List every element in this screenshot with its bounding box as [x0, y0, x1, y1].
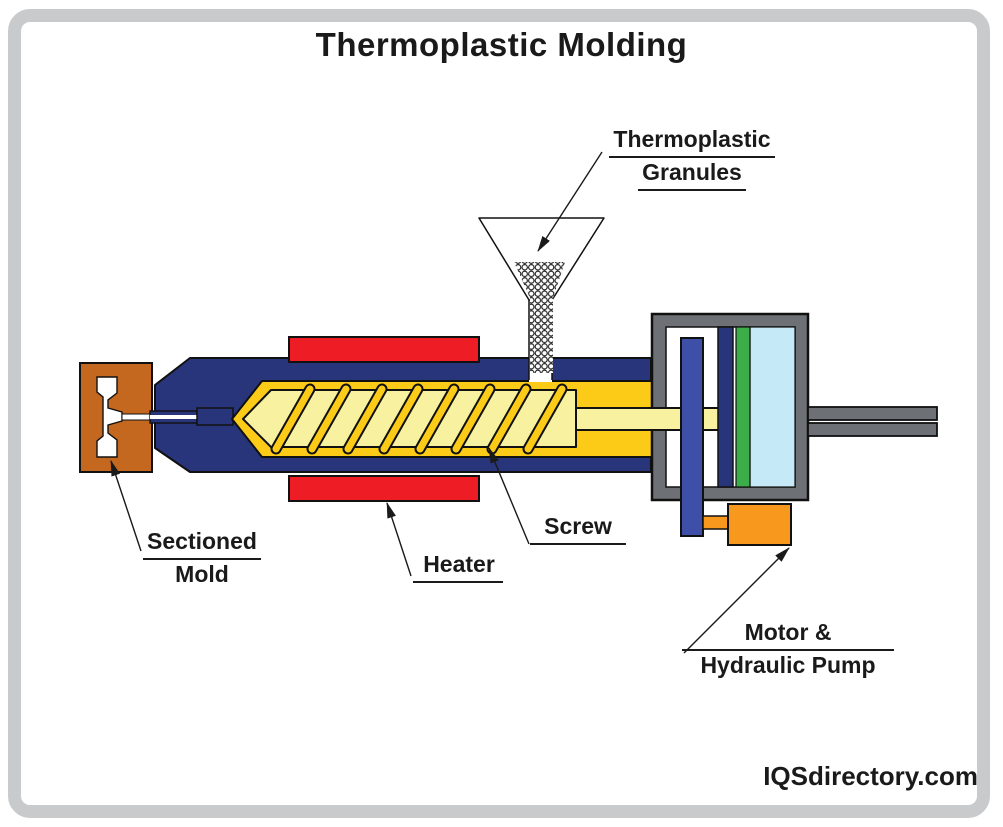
motor-drive-bar	[680, 337, 704, 537]
label-screw-text: Screw	[530, 512, 626, 545]
screw-leader-line	[488, 447, 530, 545]
label-mold-line2: Mold	[175, 561, 229, 587]
motor-hydraulic-pump	[727, 503, 792, 546]
heater-band-bottom	[288, 475, 480, 502]
label-motor-line2: Hydraulic Pump	[700, 652, 876, 678]
mold-cavity	[96, 376, 123, 458]
label-granules-line1: Thermoplastic	[609, 125, 775, 158]
label-heater: Heater	[400, 550, 516, 583]
page-title: Thermoplastic Molding	[315, 26, 688, 63]
mold-sprue-channel	[121, 413, 152, 421]
leader-lines	[110, 151, 790, 654]
tie-rod-bottom	[807, 422, 938, 437]
hydraulic-cylinder	[749, 326, 796, 488]
brand-watermark: IQSdirectory.com	[763, 761, 978, 791]
label-motor-line1: Motor &	[682, 618, 894, 651]
screw-flights	[270, 383, 568, 455]
drive-plate	[717, 326, 734, 488]
label-sectioned-mold: Sectioned Mold	[122, 527, 282, 589]
pump-connector	[702, 515, 730, 530]
label-mold-line1: Sectioned	[143, 527, 261, 560]
tie-rod-top	[807, 406, 938, 421]
granules-leader-line	[537, 151, 603, 252]
label-screw: Screw	[518, 512, 638, 545]
nozzle-block	[196, 407, 234, 426]
hydraulic-piston-seal	[735, 326, 751, 488]
heater-band-top	[288, 336, 480, 363]
nozzle-bore	[150, 415, 197, 419]
label-motor-hydraulic-pump: Motor & Hydraulic Pump	[682, 618, 894, 680]
label-granules-line2: Granules	[638, 158, 746, 191]
mold-leader-line	[110, 460, 142, 552]
label-heater-text: Heater	[413, 550, 503, 583]
thermoplastic-granules	[514, 262, 565, 373]
motor-leader-line	[683, 547, 790, 654]
label-thermoplastic-granules: Thermoplastic Granules	[582, 125, 802, 191]
heater-leader-line	[386, 502, 412, 577]
